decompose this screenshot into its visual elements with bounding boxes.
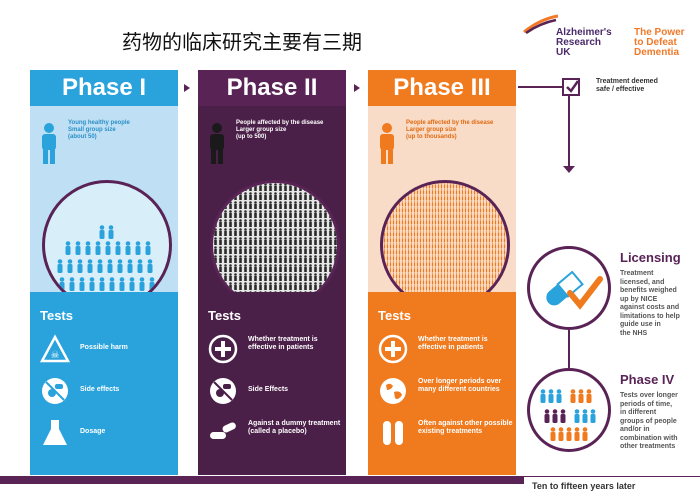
people-crowd-icon [57,225,155,307]
arrow-down-icon [563,166,575,173]
licensing-circle [527,246,611,330]
phase-3-panel: Phase III People affected by the disease… [368,70,516,475]
people-crowd-icon [383,183,507,307]
people-crowd-icon [213,183,337,307]
phase-1-description: Young healthy people Small group size (a… [68,120,130,140]
tests-heading: Tests [40,308,73,323]
people-groups-icon [540,389,596,441]
test-item: Side effects [40,376,176,410]
licensing-description: Treatment licensed, and benefits weighed… [620,270,680,337]
person-icon [42,123,56,164]
plus-circle-icon [208,334,238,364]
warning-triangle-icon: ☠ [40,334,70,363]
licensing-title: Licensing [620,250,681,265]
test-item: Whether treatment is effective in patien… [208,334,344,368]
test-item: Dosage [40,418,176,452]
participant-group-circle [210,180,340,310]
flask-icon [43,420,67,445]
pill-check-icon [546,270,603,310]
tests-heading: Tests [378,308,411,323]
connector-line [518,86,562,88]
person-icon [210,123,224,164]
pills-no-icon [42,378,68,404]
logo-brand-text: Alzheimer's Research UK [556,27,612,58]
person-icon [380,123,394,164]
connector-line [568,330,570,368]
plus-circle-icon [378,334,408,364]
svg-text:☠: ☠ [51,350,60,361]
phase-4-description: Tests over longer periods of time, in di… [620,392,678,450]
timeline-label: Ten to fifteen years later [524,477,700,495]
phase-3-description: People affected by the disease Larger gr… [406,120,494,140]
globe-icon [380,378,406,404]
logo-tagline: The Power to Defeat Dementia [634,27,685,58]
logo-swoosh-icon [523,14,559,34]
test-item: Side Effects [208,376,344,410]
pills-no-icon [210,378,236,404]
test-item: Whether treatment is effective in patien… [378,334,514,368]
arrow-right-icon [354,84,360,92]
arrow-right-icon [184,84,190,92]
phase-1-panel: Phase I Young healthy people Small group… [30,70,178,475]
test-item: Against a dummy treatment (called a plac… [208,418,344,452]
connector-line [568,96,570,168]
timeline-bar [0,476,700,484]
test-item: Over longer periods over many different … [378,376,514,410]
phase-4-title: Phase IV [620,372,675,387]
phase-2-panel: Phase II People affected by the disease … [198,70,346,475]
phase-1-title: Phase I [30,70,178,106]
phase-3-tests-area: Tests Whether treatment is effective in … [368,292,516,475]
participant-group-circle [42,180,172,310]
capsules-icon [210,422,236,439]
checkmark-box-icon [562,78,580,96]
phase-3-title: Phase III [368,70,516,106]
capsule-pair-icon [383,421,403,445]
participant-group-circle [380,180,510,310]
tests-heading: Tests [208,308,241,323]
approval-note: Treatment deemed safe / effective [596,78,658,93]
phase-2-tests-area: Tests Whether treatment is effective in … [198,292,346,475]
phase-2-title: Phase II [198,70,346,106]
phase-1-tests-area: Tests ☠ Possible harm Side effects Dosag… [30,292,178,475]
page-title: 药物的临床研究主要有三期 [122,30,362,54]
test-item: Often against other possible existing tr… [378,418,514,452]
phase-2-description: People affected by the disease Larger gr… [236,120,324,140]
test-item: ☠ Possible harm [40,334,176,368]
alzheimers-research-uk-logo: Alzheimer's Research UK The Power to Def… [522,10,696,62]
phase-4-circle [527,368,611,452]
